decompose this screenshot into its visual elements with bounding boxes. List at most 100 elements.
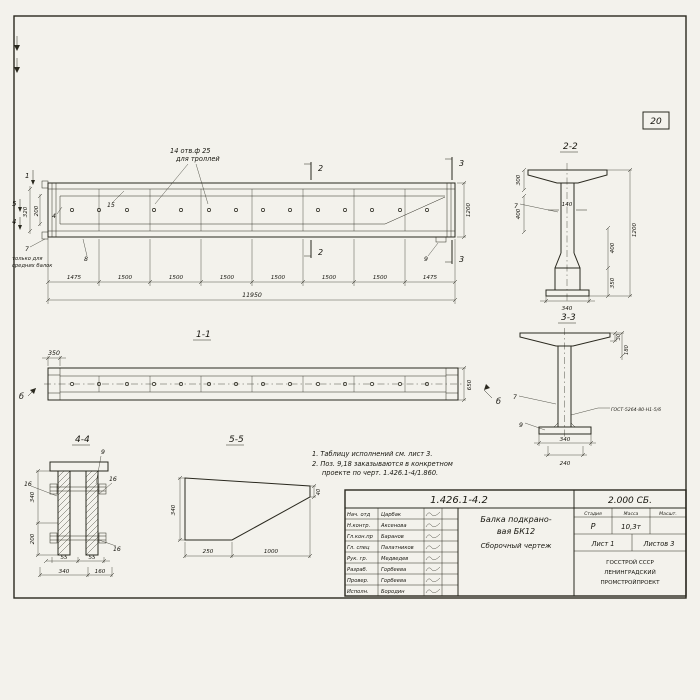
pos-label-16-left: 16 xyxy=(24,481,32,488)
section-3-3-title: 3-3 xyxy=(561,313,576,323)
pos-label-9: 9 xyxy=(424,256,428,263)
stamp-name: Бородин xyxy=(381,589,405,595)
dim-1200-section: 1200 xyxy=(632,222,638,237)
dim-segment: 1475 xyxy=(67,275,82,281)
drawing-title-line3: Сборочный чертеж xyxy=(481,542,552,550)
dim-400a: 400 xyxy=(516,208,522,219)
fold-mark-icon xyxy=(14,45,20,51)
section-4-4-view xyxy=(30,455,117,578)
section-5-5-title: 5-5 xyxy=(229,435,244,445)
stamp-role: Гл.кон.пр xyxy=(347,534,374,540)
pos-label-9-s44: 9 xyxy=(101,449,105,456)
dim-segment: 1500 xyxy=(271,275,286,281)
dim-1200-elevation: 1200 xyxy=(466,202,472,217)
scale-header: Масшт. xyxy=(659,511,677,517)
arrow-down-icon xyxy=(18,225,22,230)
section-cut-lines xyxy=(310,157,453,264)
title-block xyxy=(344,489,687,597)
dim-340-s55: 340 xyxy=(171,504,177,515)
stamp-role: Разраб. xyxy=(347,567,367,573)
pos-label-7-s22: 7 xyxy=(514,203,518,210)
org-line-3: ПРОМСТРОЙПРОЕКТ xyxy=(601,579,661,586)
stamp-role: Рук. гр. xyxy=(347,556,367,562)
dim-250-s55: 250 xyxy=(203,549,214,555)
dim-140: 140 xyxy=(562,202,573,208)
view-marker-b-right: б xyxy=(496,397,501,406)
view-mark-5: 5 xyxy=(12,200,17,208)
pos-label-4: 4 xyxy=(52,213,56,220)
plan-holes xyxy=(70,382,429,386)
dim-340-s33: 340 xyxy=(560,437,571,443)
cut-label-3-bottom: 3 xyxy=(459,255,464,264)
dim-40-s55: 40 xyxy=(316,488,322,495)
fold-mark-icon xyxy=(14,67,20,73)
view-mark-1: 1 xyxy=(25,172,29,180)
arrow-down-icon xyxy=(31,180,35,185)
dim-55a: 55 xyxy=(60,555,68,561)
cut-label-3-top: 3 xyxy=(459,159,464,168)
dim-segment: 1500 xyxy=(220,275,235,281)
stamp-role: Нач. отд xyxy=(347,512,371,518)
pos-label-9-s33: 9 xyxy=(519,422,523,429)
leader-lines xyxy=(29,163,439,257)
stamp-role: Гл. спец xyxy=(347,545,370,551)
note-line-1: 1. Таблицу исполнений см. лист 3. xyxy=(312,450,432,458)
middle-beam-note-line1: только для xyxy=(12,256,43,262)
dim-segment: 1500 xyxy=(169,275,184,281)
dim-200-vertical-s44: 200 xyxy=(30,533,36,544)
view-arrow-icon xyxy=(484,384,490,390)
main-elevation-view xyxy=(18,157,467,304)
dim-320: 320 xyxy=(23,206,29,217)
hatch-pattern xyxy=(85,470,99,556)
stage-value: Р xyxy=(591,522,596,531)
org-line-1: ГОССТРОЙ СССР xyxy=(606,559,654,566)
dim-30: 30 xyxy=(616,333,622,340)
dim-segment: 1500 xyxy=(322,275,337,281)
note-line-3: проекте по черт. 1.426.1-4/1.860. xyxy=(322,469,438,477)
drawing-title-line1: Балка подкрано- xyxy=(480,515,551,524)
sheets-cell: Листов 3 xyxy=(643,540,675,548)
section-1-1-title: 1-1 xyxy=(196,330,211,340)
signature-squiggles xyxy=(425,511,441,594)
stamp-role: Н.контр. xyxy=(347,523,370,529)
holes-callout-line2: для троллей xyxy=(175,155,220,163)
stamp-name: Аксенова xyxy=(380,523,407,529)
section-5-5-view xyxy=(177,475,317,559)
pos-label-7-s33: 7 xyxy=(513,394,517,401)
dim-340-s44: 340 xyxy=(59,569,70,575)
dim-300: 300 xyxy=(516,174,522,185)
pos-label-16-bottom: 16 xyxy=(113,546,121,553)
middle-beam-note-line2: средних балок xyxy=(12,263,53,269)
stage-header: Стадия xyxy=(584,511,602,517)
stamp-name: Горбеева xyxy=(381,567,406,573)
stamp-name: Баранов xyxy=(381,534,404,540)
org-line-2: ЛЕНИНГРАДСКИЙ xyxy=(604,569,656,576)
dim-350: 350 xyxy=(610,277,616,288)
dim-55b: 55 xyxy=(88,555,96,561)
pos-label-16-right: 16 xyxy=(109,476,117,483)
dim-340-s22: 340 xyxy=(562,306,573,312)
dim-240-s33: 240 xyxy=(560,461,571,467)
stamp-role: Исполн. xyxy=(347,589,369,595)
dim-200: 200 xyxy=(34,205,40,216)
sheet-cell: Лист 1 xyxy=(590,540,614,548)
stamp-name: Горбеева xyxy=(381,578,406,584)
view-arrow-icon xyxy=(30,388,36,394)
section-4-4-title: 4-4 xyxy=(75,435,90,445)
stamp-name: Медведев xyxy=(381,556,408,562)
dim-400b: 400 xyxy=(610,242,616,253)
section-2-2-title: 2-2 xyxy=(563,142,578,152)
stamp-name: Палатников xyxy=(381,545,414,551)
drawing-title-line2: вая БК12 xyxy=(497,527,535,536)
stamp-role: Провер. xyxy=(347,578,369,584)
dim-1000-s55: 1000 xyxy=(264,549,279,555)
dim-segment: 1500 xyxy=(118,275,133,281)
dim-total-11950: 11950 xyxy=(242,292,262,299)
doc-number: 1.426.1-4.2 xyxy=(430,495,488,506)
note-line-2: 2. Поз. 9,18 заказываются в конкретном xyxy=(312,460,453,468)
dim-180: 180 xyxy=(624,344,630,355)
dim-160-s44: 160 xyxy=(95,569,106,575)
pos-label-7: 7 xyxy=(25,246,29,253)
